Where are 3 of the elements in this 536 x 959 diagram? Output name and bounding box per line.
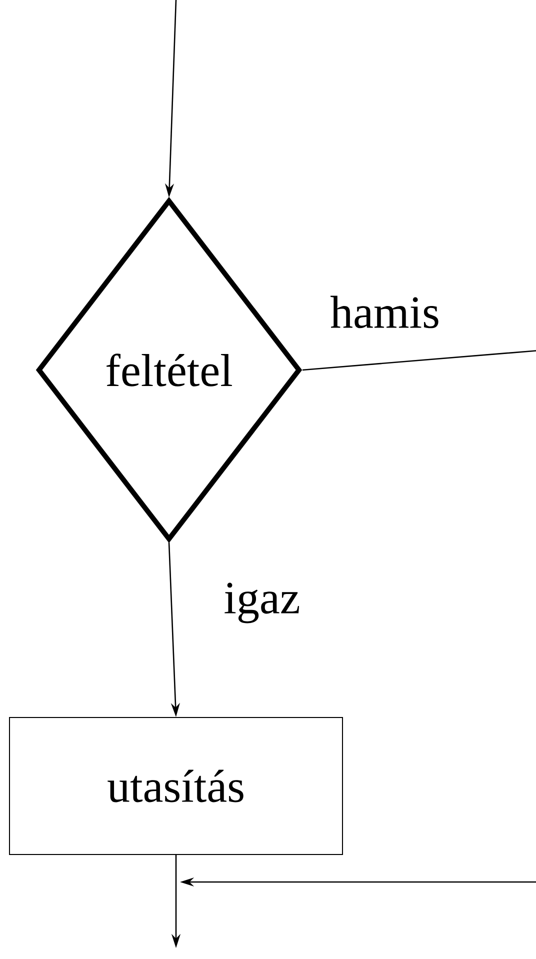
edge-label: hamis xyxy=(330,296,438,328)
edge-label: igaz xyxy=(224,582,300,624)
process-box: utasítás xyxy=(9,717,343,855)
